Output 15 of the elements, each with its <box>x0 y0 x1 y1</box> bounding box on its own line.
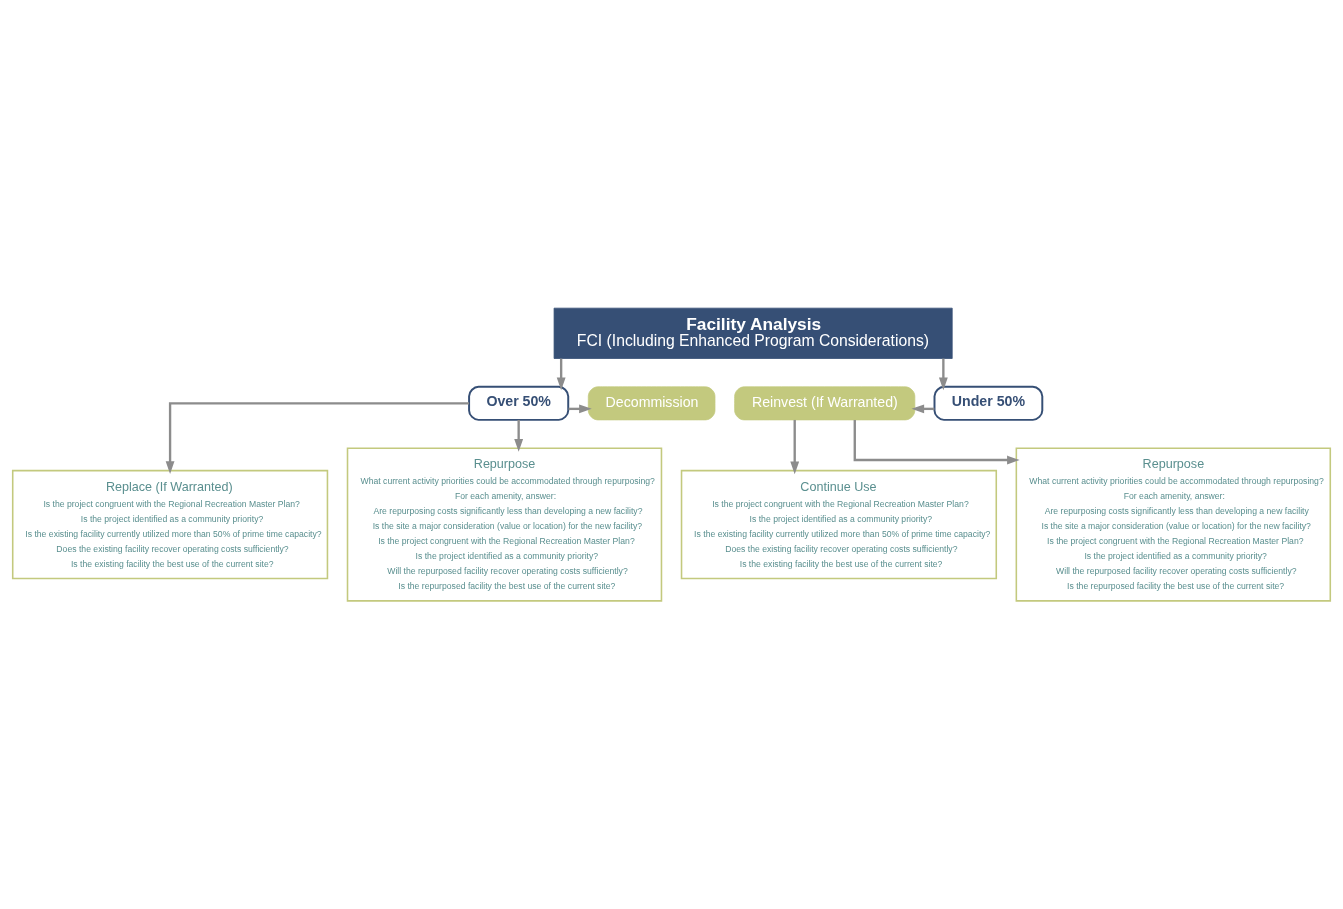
node-box: Decommission <box>587 386 716 421</box>
node-box: Repurpose What current activity priorities could be accommodated through repurposing? For each amenity, answer: Are repurposing costs significantly less than developing a new facility Is the site a major consideration (value or location) for the new facility? Is the project congruent with the Regional Recreation Master Plan? Is the project identified as a community priority? Will the repurposed facility recover operating costs sufficiently? Is the repurposed facility the best use of the current site? <box>1015 447 1332 602</box>
arrow <box>165 402 470 474</box>
arrow <box>556 358 566 391</box>
node-box: Replace (If Warranted) Is the project congruent with the Regional Recreation Master Plan? Is the project identified as a community priority? Is the existing facility currently utilized more than 50% of prime time capacity? Does the existing facility recover operating costs sufficiently? Is the existing facility the best use of the current site? <box>11 469 329 580</box>
arrow <box>938 358 948 391</box>
arrow <box>514 419 524 452</box>
node-box: Under 50% <box>933 385 1044 421</box>
node-box: Repurpose What current activity priorities could be accommodated through repurposing? For each amenity, answer: Are repurposing costs significantly less than developing a new facility? Is the site a major consideration (value or location) for the new facility? Is the project congruent with the Regional Recreation Master Plan? Is the project identified as a community priority? Will the repurposed facility recover operating costs sufficiently? Is the repurposed facility the best use of the current site? <box>346 447 663 602</box>
arrow <box>853 420 1020 465</box>
node-box: Facility Analysis FCI (Including Enhanced Program Considerations) <box>553 307 953 359</box>
node-box: Reinvest (If Warranted) <box>734 386 916 421</box>
node-box: Continue Use Is the project congruent with the Regional Recreation Master Plan? Is the project identified as a community priority? Is the existing facility currently utilized more than 50% of prime time capacity? Does the existing facility recover operating costs sufficiently? Is the existing facility the best use of the current site? <box>680 469 998 580</box>
node-box: Over 50% <box>468 385 570 421</box>
arrow <box>790 419 800 475</box>
